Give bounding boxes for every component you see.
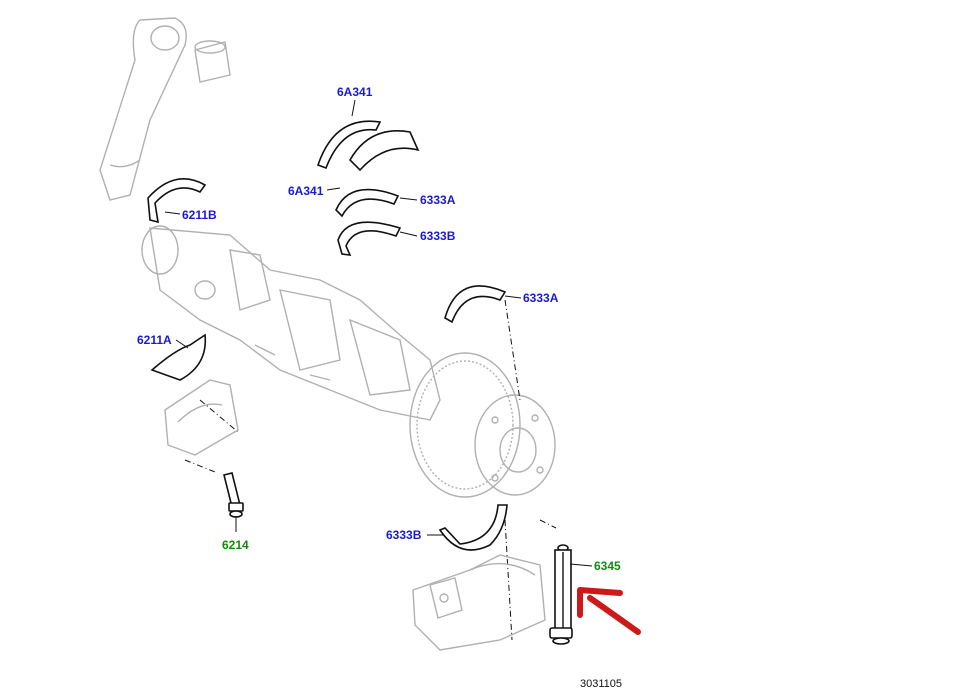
red-arrow-annotation xyxy=(577,587,641,635)
label-6333b-upper: 6333B xyxy=(420,229,456,243)
label-6333a-right: 6333A xyxy=(523,291,559,305)
label-6a341-top: 6A341 xyxy=(337,85,373,99)
label-6214: 6214 xyxy=(222,538,249,552)
axis-line-right xyxy=(504,299,521,401)
main-bearing-cap xyxy=(412,554,546,651)
main-bearing-lower xyxy=(438,504,508,551)
main-bearing-right xyxy=(444,285,507,324)
flywheel-gear xyxy=(409,352,556,498)
conrod-cap xyxy=(164,379,239,456)
crankshaft xyxy=(141,225,441,421)
axis-line-cap xyxy=(504,519,513,641)
axis-line-left-low xyxy=(184,459,216,473)
label-6333a-upper: 6333A xyxy=(420,193,456,207)
label-6345: 6345 xyxy=(594,559,621,573)
conrod-bolt-6214 xyxy=(223,472,244,518)
label-6211b: 6211B xyxy=(182,208,217,222)
bearing-shell-6211b xyxy=(147,178,207,224)
label-6211a: 6211A xyxy=(137,333,172,347)
bearing-shell-6211a xyxy=(150,333,207,381)
label-6333b-lower: 6333B xyxy=(386,528,422,542)
label-6a341-bottom: 6A341 xyxy=(288,184,324,198)
axis-line-left xyxy=(199,399,239,433)
connecting-rod xyxy=(99,17,231,201)
thrust-washer-upper xyxy=(316,120,420,172)
diagram-id: 3031105 xyxy=(580,678,622,690)
axis-line-bolt xyxy=(539,519,557,529)
main-bearing-upper xyxy=(335,188,402,256)
main-cap-bolt-6345 xyxy=(549,544,573,645)
